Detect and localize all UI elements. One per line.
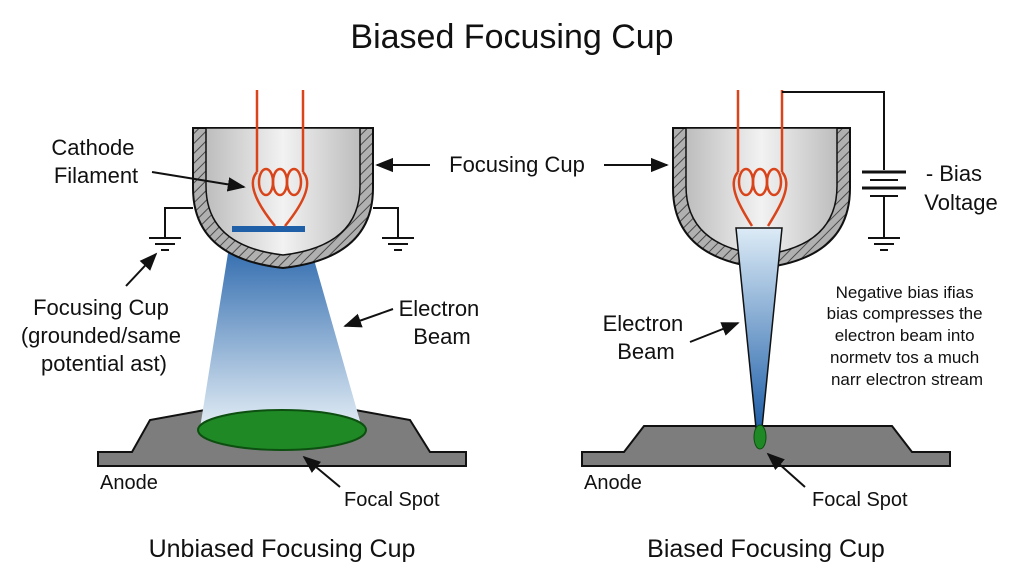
- focal-spot-right: [753, 424, 767, 450]
- grounded-cup-label: Focusing Cup (grounded/same potential as…: [21, 295, 187, 376]
- cathode-filament-left: [251, 90, 309, 227]
- electron-beam-wide: [200, 228, 362, 428]
- biased-focusing-cup-panel: - Bias Voltage Negative bias ifias bias …: [581, 90, 998, 563]
- electron-beam-narrow: [735, 227, 783, 429]
- unbiased-caption: Unbiased Focusing Cup: [149, 535, 416, 563]
- biased-caption: Biased Focusing Cup: [647, 535, 885, 563]
- focal-spot-label-left: Focal Spot: [344, 489, 440, 511]
- focal-spot-label-right: Focal Spot: [812, 489, 908, 511]
- anode-label-right: Anode: [584, 472, 642, 494]
- ground-symbol-left: [149, 207, 193, 251]
- electron-beam-label-left: Electron Beam: [399, 296, 486, 349]
- anode-label-left: Anode: [100, 472, 158, 494]
- cathode-filament-right: [732, 90, 788, 227]
- anode-right: [581, 425, 951, 467]
- unbiased-focusing-cup-panel: Cathode Filament Focusing Cup Focusing C…: [21, 90, 585, 563]
- ground-symbol-right: [373, 207, 414, 251]
- bias-voltage-source: [782, 91, 906, 251]
- cathode-filament-label: Cathode Filament: [51, 135, 140, 188]
- focusing-cup-label: Focusing Cup: [449, 152, 585, 177]
- bias-explanation-note: Negative bias ifias bias compresses the …: [827, 283, 988, 389]
- diagram-title: Biased Focusing Cup: [350, 18, 673, 56]
- bias-voltage-label: - Bias Voltage: [924, 161, 997, 215]
- electron-beam-label-right: Electron Beam: [603, 311, 690, 364]
- focal-spot-left: [197, 409, 367, 451]
